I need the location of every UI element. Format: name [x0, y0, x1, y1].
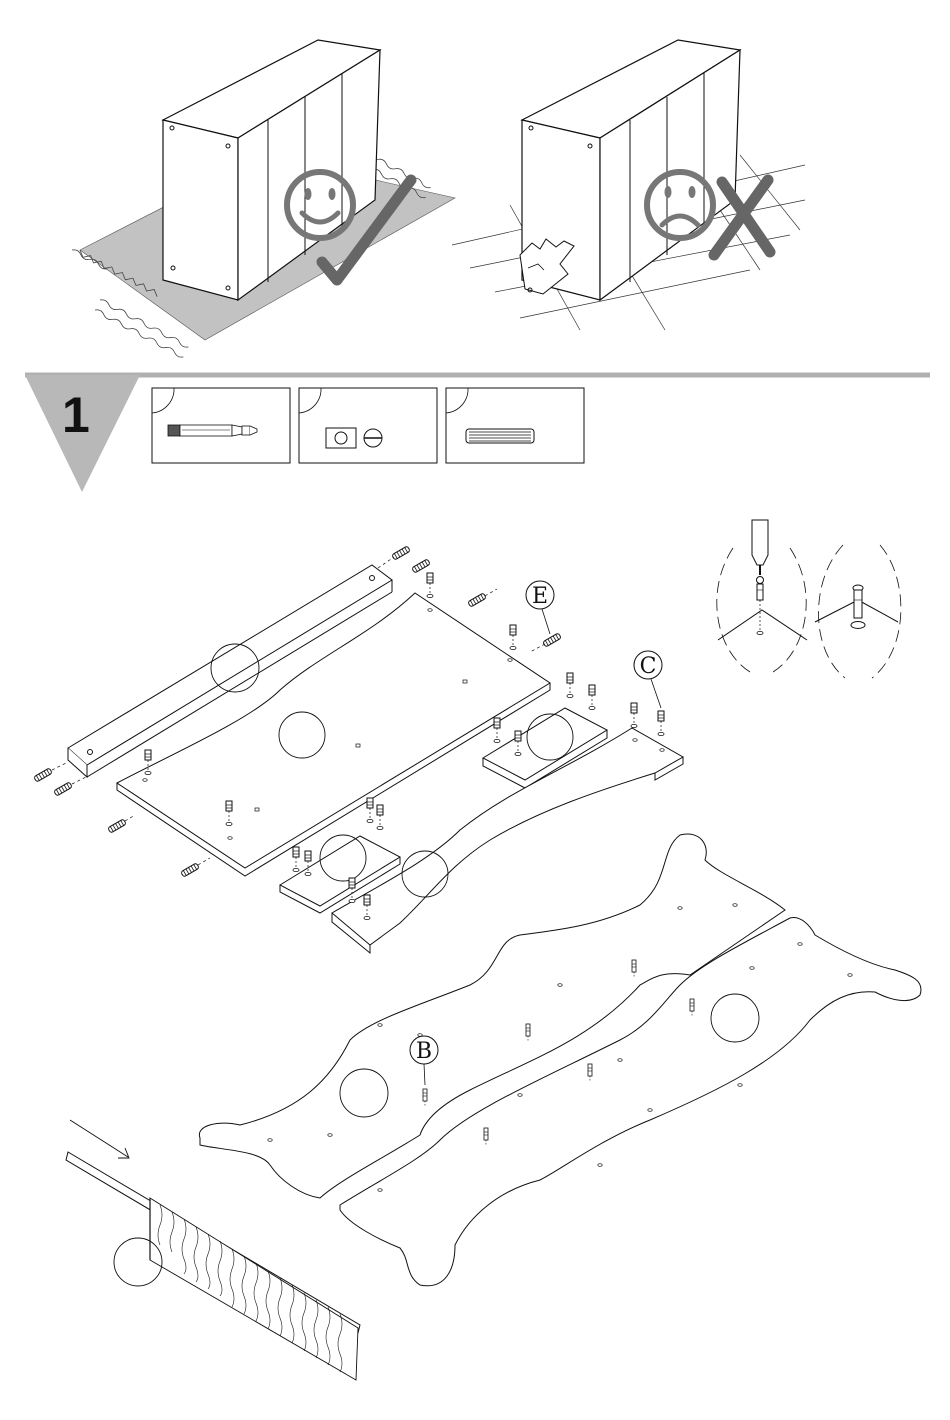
- cross-mark-icon: [714, 180, 770, 255]
- installed-bolt-icon: [851, 585, 865, 629]
- cam-lock-icon: [326, 428, 382, 448]
- part-label-e-text: E: [532, 584, 548, 609]
- part-label-e: E: [526, 581, 554, 634]
- detail-inset: [717, 520, 901, 678]
- cam-bolt-icon: [168, 425, 257, 436]
- hardware-panel-cam-bolt: [152, 388, 290, 463]
- part-label-b-text: B: [416, 1039, 432, 1064]
- hardware-panel-dowel: [446, 388, 584, 463]
- lower-assembly: B: [199, 834, 921, 1286]
- incorrect-placement-illustration: [452, 40, 805, 330]
- step-number: 1: [62, 387, 90, 443]
- screwdriver-icon: [752, 520, 768, 635]
- part-label-c: C: [634, 651, 662, 708]
- part-label-c-text: C: [640, 654, 657, 679]
- direction-arrow: [70, 1120, 128, 1157]
- hardware-panel-cam-lock: [299, 388, 437, 463]
- wooden-dowel-icon: [466, 429, 534, 443]
- upper-assembly: E C: [34, 546, 683, 953]
- correct-placement-illustration: [71, 40, 455, 359]
